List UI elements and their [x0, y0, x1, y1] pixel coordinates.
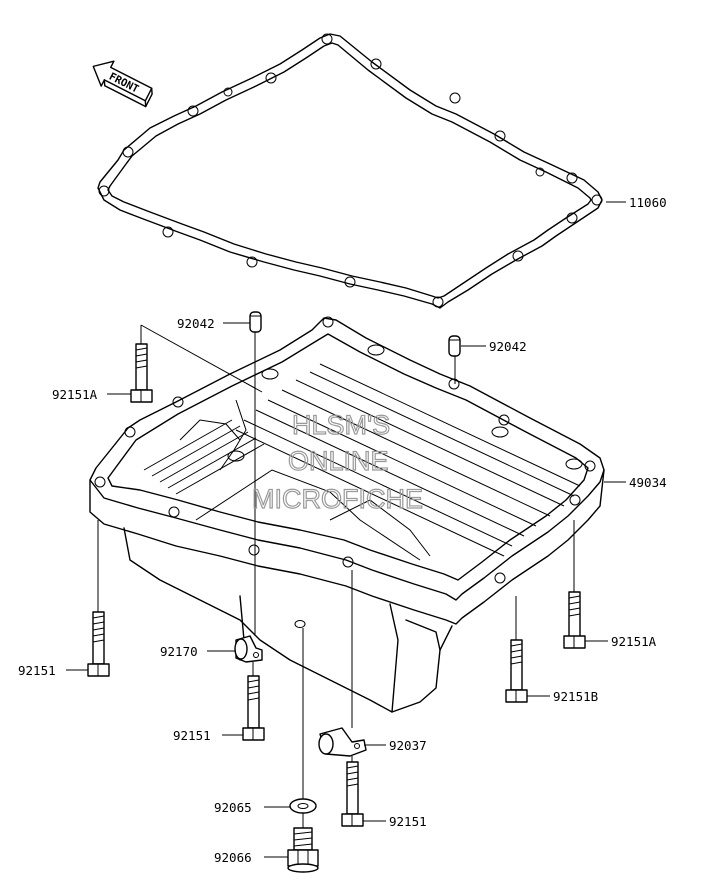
watermark: HLSM'S ONLINE MICROFICHE: [251, 409, 423, 514]
washer-92065: [289, 798, 317, 814]
oil-pan-gasket: [97, 33, 603, 309]
label-clamp-92037: 92037: [389, 738, 427, 753]
watermark-line-2: ONLINE: [288, 446, 389, 476]
label-bolt-92151B: 92151B: [553, 689, 598, 704]
label-clamp-92170: 92170: [160, 644, 198, 659]
label-washer: 92065: [214, 800, 252, 815]
watermark-line-3: MICROFICHE: [252, 484, 423, 514]
front-direction-arrow: FRONT: [92, 60, 153, 108]
bolt-92151A-right: [563, 591, 586, 649]
label-dowel-pin-left: 92042: [177, 316, 215, 331]
bolt-92151-bottom: [341, 761, 364, 827]
label-bolt-92151-left: 92151: [18, 663, 56, 678]
label-drain-plug: 92066: [214, 850, 252, 865]
label-bolt-92151A-left: 92151A: [52, 387, 98, 402]
bolt-92151B: [505, 639, 528, 703]
label-gasket: 11060: [629, 195, 667, 210]
assembly-guide-lines: [97, 324, 575, 828]
dowel-pin-right: [448, 335, 461, 357]
bolt-92151-left: [87, 611, 110, 677]
dowel-pin-left: [249, 311, 262, 333]
label-bolt-92151-center: 92151: [173, 728, 211, 743]
part-labels: 11060 49034 92042 92042 92151A 92151A 92…: [18, 195, 667, 865]
leader-lines: [66, 201, 626, 858]
bolt-92151-center: [242, 675, 265, 741]
clamp-92037: [318, 727, 367, 757]
label-oil-pan: 49034: [629, 475, 667, 490]
clamp-92170: [234, 635, 263, 663]
oil-pan: [89, 316, 605, 713]
watermark-line-1: HLSM'S: [292, 410, 390, 440]
drain-plug-92066: [287, 827, 319, 873]
bolt-92151A-left: [130, 343, 153, 403]
label-bolt-92151A-right: 92151A: [611, 634, 657, 649]
label-bolt-92151-bottom: 92151: [389, 814, 427, 829]
label-dowel-pin-right: 92042: [489, 339, 527, 354]
